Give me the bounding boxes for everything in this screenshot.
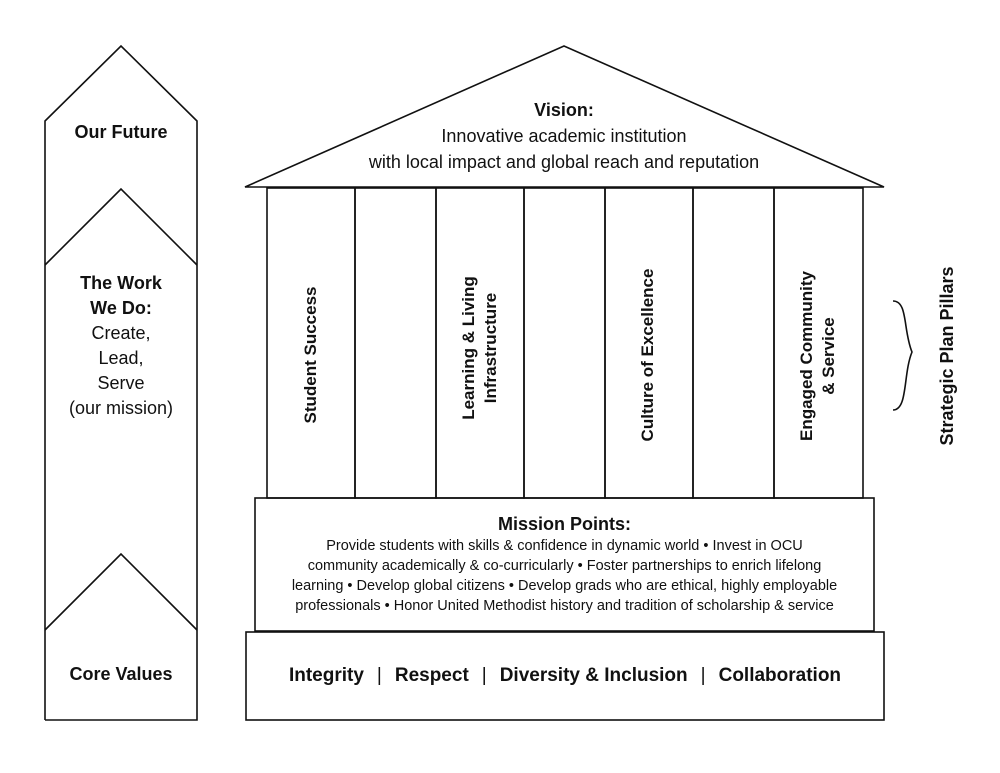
pillar-label-4: Engaged Community & Service [796, 271, 840, 441]
pillar-label-1: Student Success [300, 287, 322, 424]
pillar-spacer-2 [523, 187, 606, 499]
left-arrow-outline [44, 44, 198, 721]
strategic-plan-pillars-label: Strategic Plan Pillars [937, 266, 957, 446]
core-values-label: Core Values [69, 664, 173, 684]
values-chevron [44, 552, 198, 631]
mission-block: Mission Points: Provide students with sk… [255, 512, 874, 616]
mission-line-1: Provide students with skills & confidenc… [326, 538, 803, 554]
work-line-mission: (our mission) [68, 398, 174, 418]
value-collaboration: Collaboration [718, 665, 842, 686]
vision-roof [244, 45, 885, 188]
value-diversity-inclusion: Diversity & Inclusion [499, 665, 688, 686]
mission-line-4: professionals • Honor United Methodist h… [295, 598, 834, 614]
mission-title: Mission Points: [497, 514, 631, 534]
work-line-lead: Lead, [98, 348, 144, 368]
curly-brace-icon [892, 300, 913, 411]
pillar-1-line-1: Student Success [301, 286, 320, 424]
work-title-line-2: We Do: [90, 298, 152, 318]
pillar-spacer-3 [692, 187, 775, 499]
vision-title: Vision: [534, 100, 594, 120]
work-we-do-block: The Work We Do: Create, Lead, Serve (our… [45, 271, 197, 421]
pillar-3-line-1: Culture of Excellence [638, 268, 657, 442]
pillar-spacer-1 [354, 187, 437, 499]
value-integrity: Integrity [288, 665, 364, 686]
work-line-serve: Serve [97, 373, 145, 393]
mission-line-3: learning • Develop global citizens • Dev… [291, 578, 838, 594]
work-chevron [44, 187, 198, 266]
pillar-label-3: Culture of Excellence [637, 269, 659, 442]
pillar-2-line-1: Learning & Living [459, 276, 478, 420]
work-line-create: Create, [91, 323, 151, 343]
our-future-label: Our Future [74, 122, 168, 142]
pillar-label-2: Learning & Living Infrastructure [458, 276, 502, 420]
core-values-row: Integrity | Respect | Diversity & Inclus… [246, 632, 884, 720]
pillar-4-line-1: Engaged Community [797, 270, 816, 442]
vision-block: Vision: Innovative academic institution … [300, 97, 828, 175]
value-separator: | [700, 665, 706, 686]
work-title-line-1: The Work [80, 273, 162, 293]
mission-line-2: community academically & co-curricularly… [307, 558, 822, 574]
value-separator: | [376, 665, 382, 686]
foundation-box [245, 631, 885, 721]
pillar-2-line-2: Infrastructure [481, 292, 500, 404]
mission-box [254, 497, 875, 632]
value-respect: Respect [394, 665, 469, 686]
vision-line-1: Innovative academic institution [441, 126, 687, 146]
value-separator: | [481, 665, 487, 686]
pillar-4-line-2: & Service [819, 317, 838, 395]
vision-line-2: with local impact and global reach and r… [368, 152, 760, 172]
